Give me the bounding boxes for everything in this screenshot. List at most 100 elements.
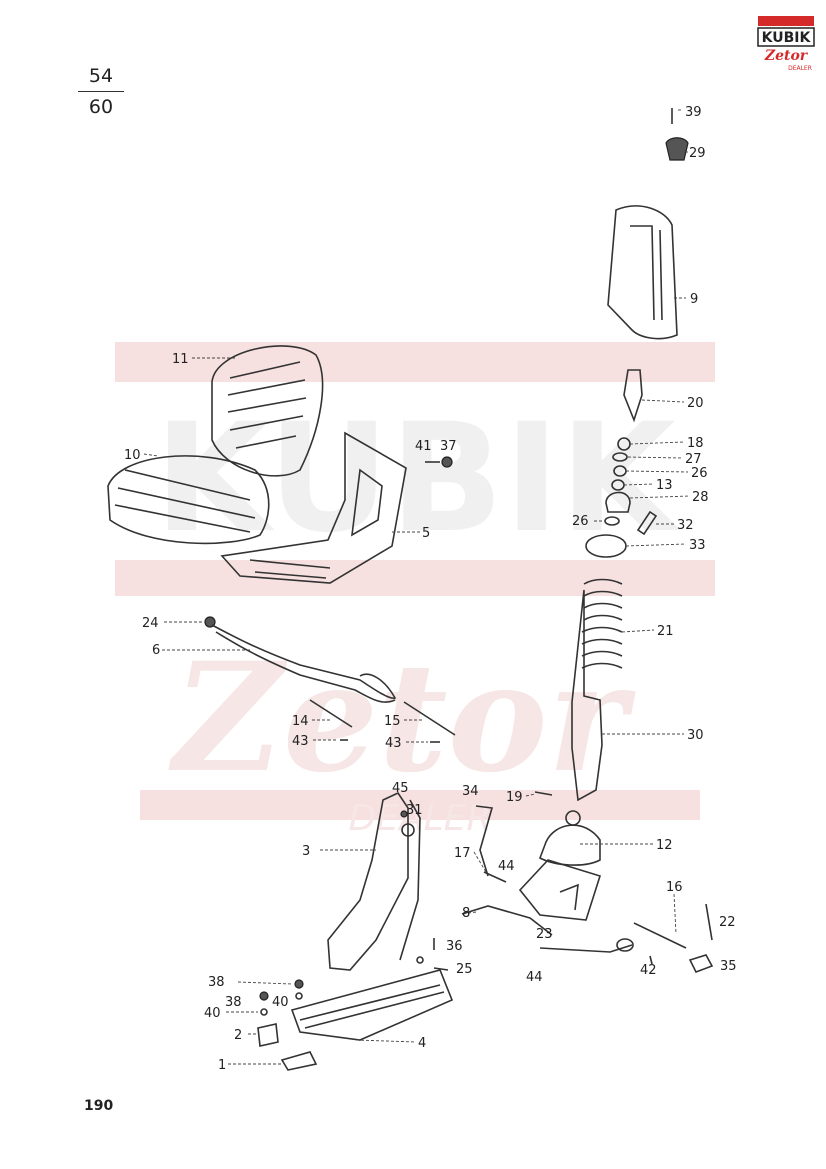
callout-17: 17: [454, 846, 471, 861]
spring-17: [483, 871, 507, 883]
callout-27: 27: [685, 452, 702, 467]
callout-35: 35: [720, 959, 737, 974]
callout-10: 10: [124, 448, 141, 463]
leader-13: [623, 483, 655, 486]
callout-16: 16: [666, 880, 683, 895]
callout-8: 8: [462, 906, 470, 921]
callout-14: 14: [292, 714, 309, 729]
suspension-column: [534, 108, 689, 866]
boot-12: [539, 824, 601, 866]
callout-3: 3: [302, 844, 310, 859]
shock-absorber-30: [571, 589, 603, 802]
watermark-text-kubik: KUBIK: [154, 392, 681, 566]
pin-15: [403, 701, 456, 736]
callout-26-a: 26: [691, 466, 708, 481]
lever-6-edge: [215, 631, 396, 703]
callout-26-b: 26: [572, 514, 589, 529]
watermark-band-bottom: [140, 790, 700, 820]
page-reference-divider: [78, 91, 124, 92]
callout-42: 42: [640, 963, 657, 978]
callout-22: 22: [719, 915, 736, 930]
callout-36: 36: [446, 939, 463, 954]
callout-4: 4: [418, 1036, 426, 1051]
leader-38a: [237, 981, 293, 985]
callout-39: 39: [685, 105, 702, 120]
callout-32: 32: [677, 518, 694, 533]
pin-25: [433, 967, 449, 971]
bracket-7-slot: [559, 883, 579, 911]
seat-assembly: [107, 345, 453, 584]
leader-lines: [143, 109, 691, 1065]
bracket-3: [327, 791, 409, 971]
callout-29: 29: [689, 146, 706, 161]
backrest-ribs: [227, 361, 307, 449]
shaft-16: [633, 922, 687, 949]
washer-27: [612, 452, 628, 462]
slide-rail-4-ribs: [299, 984, 445, 1029]
callout-5: 5: [422, 526, 430, 541]
clip-32: [636, 510, 658, 536]
callout-18: 18: [687, 436, 704, 451]
lever-8: [461, 905, 553, 936]
leader-10: [143, 453, 159, 457]
callout-44-b: 44: [526, 970, 543, 985]
bellows-cover-9: [607, 205, 678, 340]
callout-43-b: 43: [385, 736, 402, 751]
leader-21: [621, 629, 655, 633]
watermark-text-zetor: Zetor: [168, 630, 636, 806]
seat-frame-rails: [249, 559, 331, 579]
handle-grip: [616, 938, 634, 952]
bracket-2: [257, 1023, 279, 1047]
bracket-3-rear: [399, 799, 421, 961]
screw-45: [400, 810, 408, 818]
callout-30: 30: [687, 728, 704, 743]
leader-26a: [625, 470, 689, 473]
rod-20: [623, 369, 643, 423]
callout-20: 20: [687, 396, 704, 411]
callout-19: 19: [506, 790, 523, 805]
bush-28: [605, 491, 631, 513]
eye-12: [565, 810, 581, 826]
lever-6: [211, 624, 397, 700]
leader-33: [625, 543, 687, 547]
washer-40-a: [295, 992, 303, 1000]
callout-40-a: 40: [272, 995, 289, 1010]
leader-18: [629, 441, 685, 445]
callout-15: 15: [384, 714, 401, 729]
bolt-37: [441, 456, 453, 468]
leader-27: [627, 456, 683, 459]
leader-17: [473, 851, 487, 873]
callout-38-a: 38: [208, 975, 225, 990]
callout-25: 25: [456, 962, 473, 977]
page-number: 190: [84, 1098, 114, 1114]
cable-34: [475, 805, 494, 877]
callout-12: 12: [656, 838, 673, 853]
bush-31: [401, 823, 415, 837]
callout-1: 1: [218, 1058, 226, 1073]
kubik-zetor-logo: KUBIK Zetor DEALER: [756, 14, 816, 76]
seat-backrest: [211, 345, 324, 477]
leader-19: [525, 793, 536, 797]
page-reference-denominator: 60: [88, 96, 114, 118]
washer-40-b: [260, 1008, 268, 1016]
page-reference-numerator: 54: [88, 65, 114, 87]
seat-frame: [220, 431, 407, 584]
coil-spring-21: [581, 578, 623, 669]
pin-19: [534, 791, 553, 796]
callout-43-a: 43: [292, 734, 309, 749]
watermark-band-top: [115, 342, 715, 382]
handle-rod: [539, 944, 633, 953]
leader-4: [355, 1039, 417, 1043]
callout-9: 9: [690, 292, 698, 307]
logo-text-kubik: KUBIK: [762, 30, 812, 46]
seat-frame-slot: [351, 468, 383, 537]
seat-cushion: [107, 455, 270, 545]
callout-33: 33: [689, 538, 706, 553]
watermark: KUBIK Zetor DEALER: [115, 342, 715, 839]
callout-44-a: 44: [498, 859, 515, 874]
cushion-ribs: [114, 469, 256, 533]
callout-6: 6: [152, 643, 160, 658]
callout-37: 37: [440, 439, 457, 454]
callout-24: 24: [142, 616, 159, 631]
callout-21: 21: [657, 624, 674, 639]
